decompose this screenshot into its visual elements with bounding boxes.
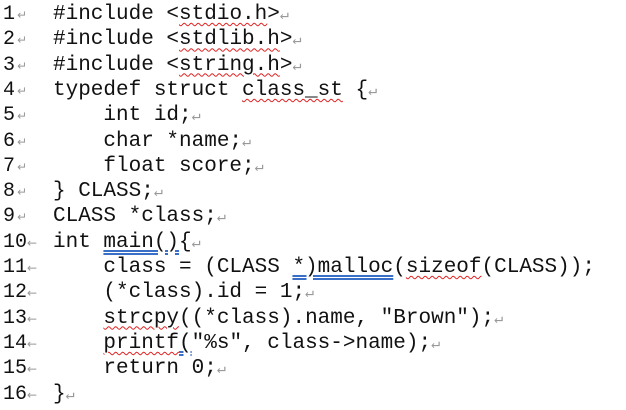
code-token: >	[279, 53, 293, 77]
paragraph-mark-icon: ↵	[17, 109, 28, 124]
code-text: char *name;↵	[53, 129, 251, 155]
paragraph-mark-icon: ↵	[17, 8, 28, 22]
spelling-error-token: stdlib.h	[179, 28, 280, 52]
paragraph-mark-icon: ↵	[305, 285, 315, 303]
paragraph-mark-icon: ↵	[191, 108, 201, 126]
paragraph-mark-icon: ↵	[17, 58, 28, 73]
code-text: #include <stdio.h>↵	[53, 2, 289, 28]
code-token: {	[342, 78, 369, 102]
grammar-issue-token: main()	[103, 230, 180, 254]
code-text: return 0;↵	[53, 356, 226, 382]
code-token: char *name;	[53, 129, 243, 153]
code-token: {	[179, 230, 192, 254]
grammar-issue-token: *)malloc	[292, 256, 394, 279]
code-text: strcpy((*class).name, "Brown");↵	[53, 306, 503, 332]
spelling-error-token: sizeof	[405, 256, 482, 279]
code-text: class = (CLASS *)malloc(sizeof(CLASS));	[53, 255, 595, 280]
paragraph-mark-icon: ↵	[191, 234, 201, 252]
paragraph-mark-icon: ←	[27, 286, 38, 301]
code-token: } CLASS;	[53, 180, 154, 204]
spelling-error-token: class_st	[242, 78, 343, 102]
paragraph-mark-icon: ↵	[368, 82, 378, 100]
code-token: #include <	[53, 28, 180, 52]
code-text: #include <string.h>↵	[53, 53, 302, 79]
paragraph-mark-icon: ↵	[153, 184, 163, 202]
code-text: float score;↵	[53, 154, 264, 180]
paragraph-mark-icon: ↵	[216, 209, 226, 227]
paragraph-mark-icon: ↵	[17, 134, 28, 149]
spelling-error-token: printf	[103, 331, 180, 355]
code-token: ((*class).name, "Brown");	[179, 306, 495, 330]
code-token: (	[393, 256, 406, 279]
code-token: (CLASS));	[481, 256, 595, 279]
paragraph-mark-icon: ↵	[242, 133, 252, 151]
grammar-issue-token: (	[179, 331, 192, 355]
line-number: 13	[3, 306, 28, 330]
paragraph-mark-icon: ←	[27, 336, 38, 351]
paragraph-mark-icon: ↵	[65, 386, 75, 404]
line-number: 10	[3, 230, 28, 254]
paragraph-mark-icon: ↵	[292, 57, 302, 75]
code-token: typedef struct	[53, 78, 243, 102]
code-text: (*class).id = 1;↵	[53, 280, 314, 306]
line-number: 1	[3, 3, 16, 26]
code-text: int id;↵	[53, 103, 201, 129]
line-number: 12	[3, 281, 28, 305]
paragraph-mark-icon: ↵	[292, 32, 302, 50]
paragraph-mark-icon: ←	[27, 362, 38, 377]
line-number: 6	[3, 129, 16, 153]
line-number: 11	[3, 256, 28, 279]
line-number: 3	[3, 53, 16, 77]
spelling-error-token: stdio.h	[179, 3, 268, 26]
code-token: #include <	[53, 3, 180, 26]
paragraph-mark-icon: ←	[27, 387, 38, 402]
code-token: float score;	[53, 154, 255, 178]
spelling-error-token: string.h	[179, 53, 280, 77]
paragraph-mark-icon: ↵	[17, 185, 28, 200]
paragraph-mark-icon: ←	[27, 235, 38, 250]
line-number: 9	[3, 205, 16, 229]
code-token	[53, 307, 103, 330]
paragraph-mark-icon: ↵	[254, 158, 264, 176]
line-number: 4	[3, 78, 16, 102]
paragraph-mark-icon: ↵	[17, 210, 28, 225]
code-token: class = (CLASS	[53, 256, 293, 279]
code-token: #include <	[53, 53, 180, 77]
code-token: int id;	[53, 104, 192, 128]
code-text: int main(){↵	[53, 230, 201, 256]
code-token: }	[53, 382, 66, 406]
code-text: #include <stdlib.h>↵	[53, 27, 302, 53]
paragraph-mark-icon: ↵	[17, 83, 28, 98]
line-number: 2	[3, 28, 16, 52]
paragraph-mark-icon: ↵	[216, 361, 226, 379]
line-number: 5	[3, 104, 16, 128]
paragraph-mark-icon: ↵	[17, 33, 28, 48]
code-token: >	[267, 3, 280, 26]
paragraph-mark-icon: ↵	[494, 310, 504, 328]
paragraph-mark-icon: ←	[27, 311, 38, 326]
paragraph-mark-icon: ↵	[431, 335, 441, 353]
paragraph-mark-icon: ↵	[279, 7, 289, 24]
code-token: CLASS *class;	[53, 205, 217, 229]
code-text: CLASS *class;↵	[53, 204, 226, 230]
line-number: 16	[3, 382, 28, 406]
code-text: }↵	[53, 382, 75, 408]
code-token: >	[279, 28, 293, 52]
line-number: 7	[3, 154, 16, 178]
line-number: 14	[3, 331, 28, 355]
code-token: int	[53, 230, 104, 254]
code-text: printf("%s", class->name);↵	[53, 331, 440, 357]
code-text: typedef struct class_st {↵	[53, 78, 377, 104]
line-number: 8	[3, 180, 16, 204]
code-token	[53, 332, 103, 355]
paragraph-mark-icon: ←	[27, 261, 38, 275]
code-token: return 0;	[53, 357, 217, 381]
code-text: } CLASS;↵	[53, 179, 163, 205]
code-token: (*class).id = 1;	[53, 281, 306, 305]
line-number: 15	[3, 357, 28, 381]
paragraph-mark-icon: ↵	[17, 159, 28, 174]
code-token: "%s", class->name);	[191, 331, 432, 355]
spelling-error-token: strcpy	[103, 306, 180, 330]
